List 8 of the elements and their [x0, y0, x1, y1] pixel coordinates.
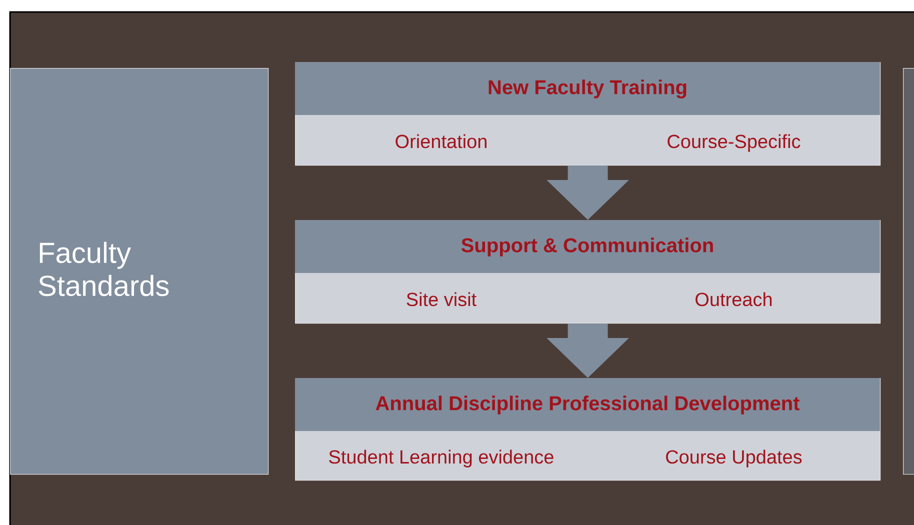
side-panel: Faculty Standards [10, 68, 269, 475]
cell-label: Student Learning evidence [329, 450, 554, 468]
cell-label: Course Updates [666, 450, 802, 468]
cell-label: Orientation [396, 134, 486, 148]
cell-label: Course-Specific [668, 134, 800, 152]
cell-label: Outreach [696, 292, 772, 306]
cell-label: Site visit [406, 292, 476, 306]
side-panel [903, 68, 914, 475]
